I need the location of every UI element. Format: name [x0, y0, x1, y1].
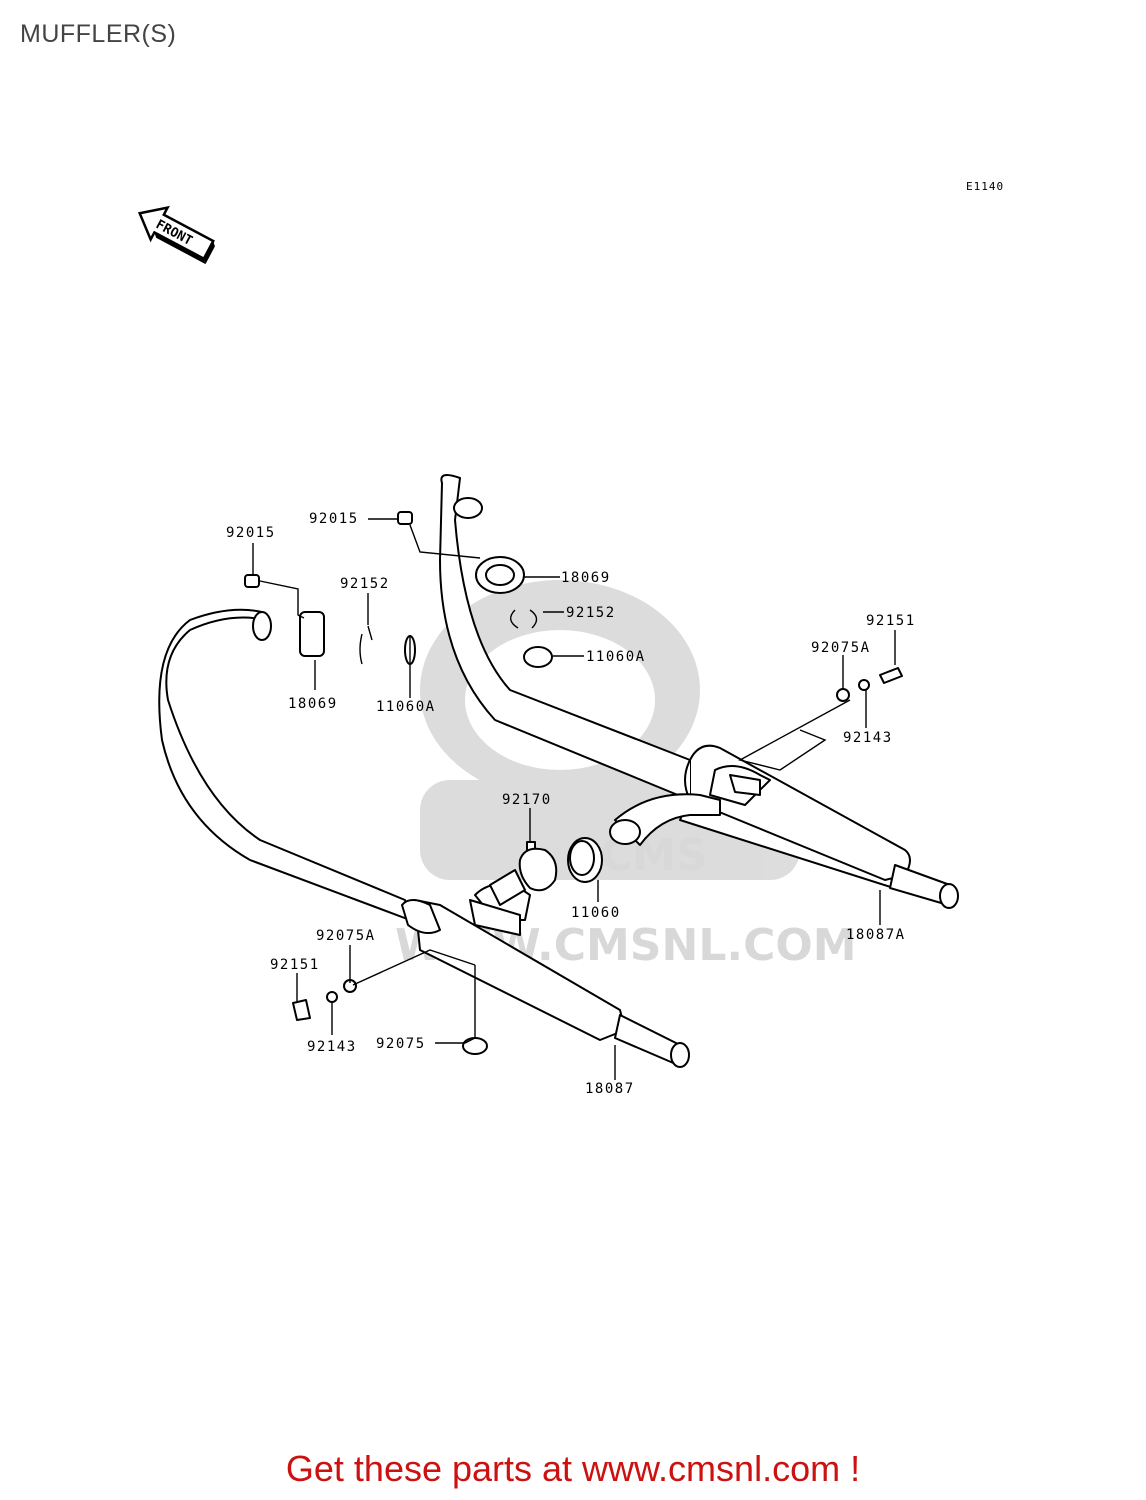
part-label[interactable]: 18087A — [846, 927, 906, 943]
bolt-92151-right — [879, 667, 903, 684]
part-label[interactable]: 92151 — [270, 957, 320, 973]
washer-92143-right — [858, 679, 870, 691]
part-label[interactable]: 92143 — [307, 1039, 357, 1055]
footer-link[interactable]: www.cmsnl.com — [582, 1448, 841, 1489]
page-title: MUFFLER(S) — [20, 20, 177, 48]
part-label[interactable]: 18069 — [288, 696, 338, 712]
retainer-92152-left — [359, 625, 373, 665]
part-label[interactable]: 92075A — [811, 640, 871, 656]
damper-92075A-right — [836, 688, 850, 702]
nut-92015-top — [397, 511, 413, 525]
part-label[interactable]: 18087 — [585, 1081, 635, 1097]
part-label[interactable]: 92015 — [309, 511, 359, 527]
washer-92143-left — [326, 991, 338, 1003]
gasket-11060A-right — [523, 646, 553, 668]
exhaust-pipe-left — [158, 608, 690, 1068]
bolt-92151-left — [292, 999, 311, 1021]
part-label[interactable]: 18069 — [561, 570, 611, 586]
leader-lines — [252, 518, 896, 1080]
part-label[interactable]: 11060A — [586, 649, 646, 665]
part-label[interactable]: 92015 — [226, 525, 276, 541]
footer-cta: Get these parts at www.cmsnl.com ! — [0, 1448, 1146, 1490]
holder-18069-left — [299, 611, 325, 657]
holder-18069-right — [475, 556, 525, 594]
part-label[interactable]: 92151 — [866, 613, 916, 629]
part-label[interactable]: 92143 — [843, 730, 893, 746]
part-label[interactable]: 11060 — [571, 905, 621, 921]
part-label[interactable]: 92152 — [340, 576, 390, 592]
part-label[interactable]: 92152 — [566, 605, 616, 621]
part-label[interactable]: 11060A — [376, 699, 436, 715]
footer-prefix: Get these parts at — [285, 1448, 583, 1489]
clamp-92170 — [518, 841, 558, 892]
gasket-11060 — [567, 837, 603, 883]
part-label[interactable]: 92170 — [502, 792, 552, 808]
front-arrow-icon: FRONT — [137, 205, 215, 265]
nut-92015-left — [244, 574, 260, 588]
exhaust-pipe-right — [439, 473, 959, 909]
part-label[interactable]: 92075 — [376, 1036, 426, 1052]
footer-suffix: ! — [840, 1448, 861, 1489]
part-labels: 92015 18069 92152 11060A 92015 92152 180… — [226, 511, 916, 1097]
retainer-92152-right — [510, 609, 538, 629]
damper-92075 — [462, 1037, 488, 1055]
diagram-code: E1140 — [966, 180, 1004, 193]
part-label[interactable]: 92075A — [316, 928, 376, 944]
